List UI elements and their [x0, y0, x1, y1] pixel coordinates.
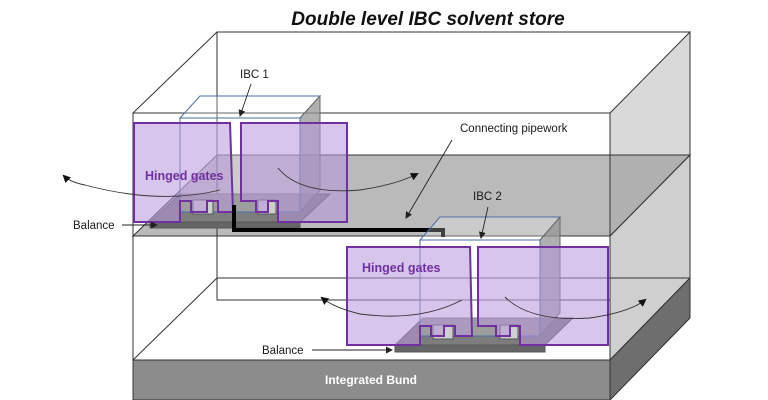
ibc-2-label: IBC 2 [473, 191, 502, 203]
lower-hinged-gates-label: Hinged gates [362, 261, 441, 275]
upper-left-swing-arrow [62, 174, 221, 197]
lower-right-gate [477, 246, 609, 346]
ibc-2-leader [478, 206, 489, 239]
connecting-pipework [232, 205, 445, 237]
balance-upper-label: Balance [73, 220, 115, 232]
diagram-title: Double level IBC solvent store [291, 9, 565, 30]
connecting-pipework-leader [405, 139, 453, 219]
lower-left-gate [346, 246, 474, 346]
lower-hinged-gates: Hinged gates [320, 246, 647, 346]
integrated-bund-label: Integrated Bund [325, 373, 417, 387]
balance-lower-label: Balance [262, 345, 304, 357]
connecting-pipework-label: Connecting pipework [460, 123, 568, 135]
ibc-1-leader [238, 83, 252, 117]
ibc-1-label: IBC 1 [240, 69, 269, 81]
upper-hinged-gates: Hinged gates [62, 122, 419, 223]
lower-left-swing-arrow [320, 296, 463, 317]
lower-right-swing-arrow [504, 296, 647, 319]
upper-right-gate [240, 122, 348, 223]
upper-right-swing-arrow [277, 167, 419, 192]
upper-hinged-gates-label: Hinged gates [145, 169, 224, 183]
integrated-bund: Integrated Bund [132, 276, 691, 400]
